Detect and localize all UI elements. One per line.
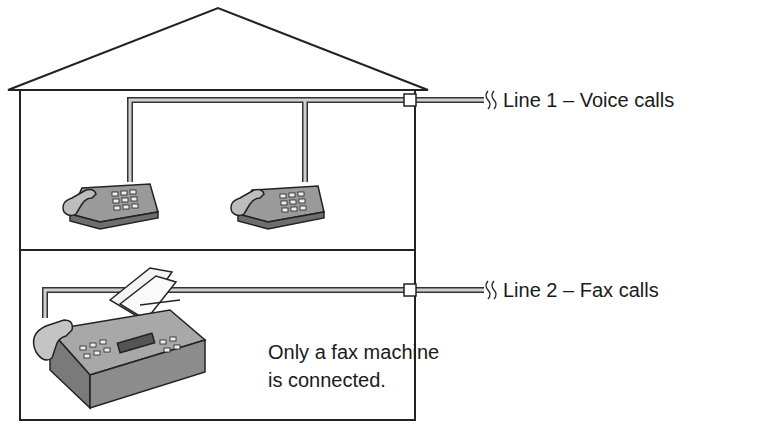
fax-front [90,340,205,408]
line-break-symbol [486,281,496,299]
phone-side [70,212,158,229]
line-break-symbol [486,91,496,109]
telephone [231,186,324,229]
fax-handset [34,320,73,360]
line-1-wiring [130,91,496,182]
phone-handset [231,190,264,216]
keypad [80,337,180,358]
wire-core [45,290,484,318]
fax-machine [34,268,205,408]
line-label: Line 2 – Fax calls [503,276,753,304]
lower-floor [20,250,415,420]
line-label: Line 1 – Voice calls [503,86,753,114]
phone-handset [63,190,96,216]
keypad [112,190,138,210]
keypad [280,192,306,212]
wall-jack [404,284,416,296]
phone-side [238,212,324,229]
wire-outline [130,100,484,182]
note-text: Only a fax machine is connected. [268,338,450,394]
wire-outline [45,290,484,318]
telephone [63,184,158,229]
wire-core [130,100,484,182]
paper-tray [140,300,180,305]
roof [8,8,428,90]
upper-floor [20,90,415,250]
wall-jack [404,94,416,106]
fax-display [117,333,154,353]
